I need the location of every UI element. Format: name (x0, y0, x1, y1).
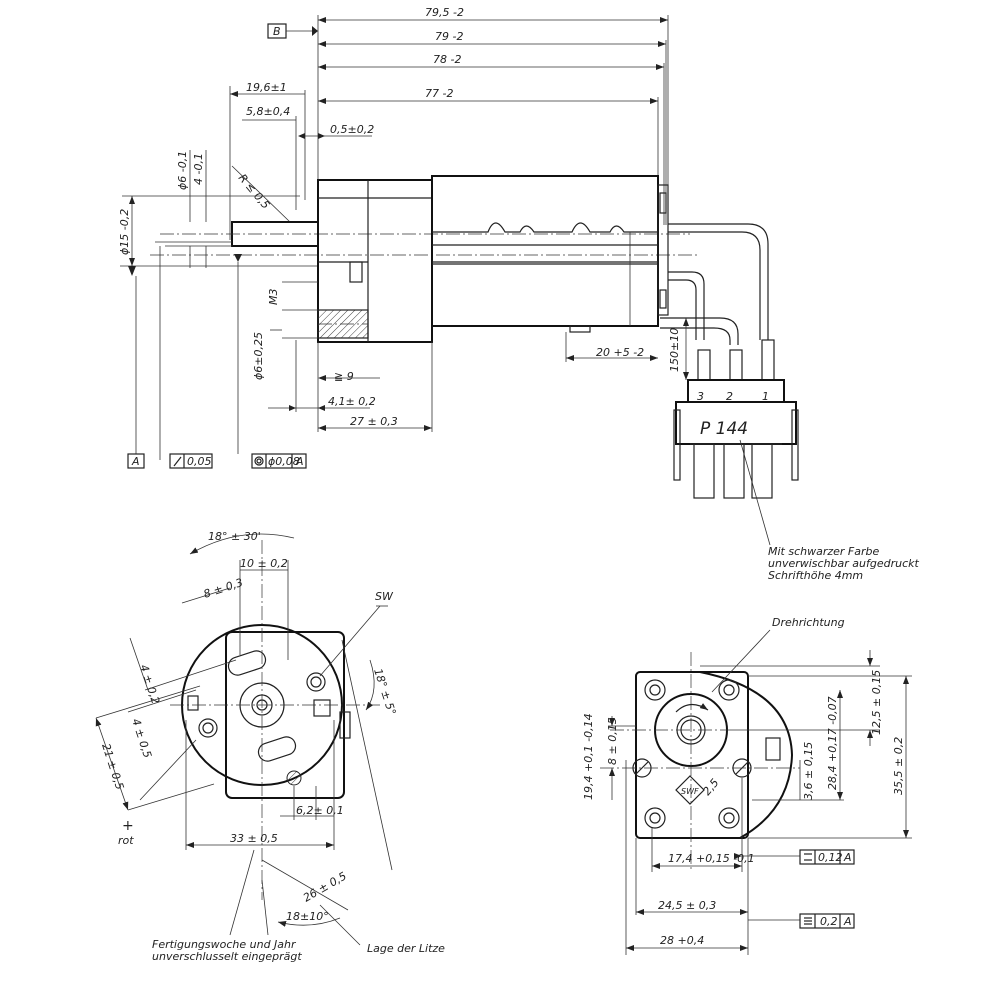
wire-2 (660, 317, 739, 345)
angle-18-5: 18° ± 5° (371, 667, 398, 717)
motor-housing (431, 175, 659, 327)
dim-phi-15: ϕ15 -0,2 (118, 209, 131, 255)
dim-4-1: 4,1± 0,2 (328, 395, 376, 408)
dim-2-5: 2,5 (700, 776, 721, 798)
datum-b-label: B (273, 25, 281, 38)
plus-sign: + (122, 818, 134, 834)
screw-hole-upper (306, 672, 326, 692)
dim-4-5: 4 ± 0,5 (129, 717, 154, 760)
parallelism-frame (799, 849, 855, 865)
parallelism-ref: A (843, 851, 852, 864)
dim-150: 150±10 (668, 328, 681, 372)
left-end-view: 18° ± 30' 10 ± 0,2 8 ± 0,3 4 ± 0,2 4 ± 0… (95, 530, 445, 963)
dim-35-5: 35,5 ± 0,2 (892, 737, 905, 795)
pin-3: 3 (697, 390, 704, 403)
dim-10: 10 ± 0,2 (240, 557, 288, 570)
hole-bottom-right (718, 807, 740, 829)
parallelism-value: 0,12 (818, 851, 843, 864)
mounting-plate (635, 671, 749, 839)
pin-1: 1 (762, 390, 769, 403)
dim-33: 33 ± 0,5 (230, 832, 278, 845)
note-fertigung-2: unverschlusselt eingeprägt (152, 950, 302, 963)
dim-77: 77 -2 (425, 87, 453, 100)
hole-top-left (644, 679, 666, 701)
dim-0-5: 0,5±0,2 (330, 123, 374, 136)
dim-79-5: 79,5 -2 (425, 6, 464, 19)
dim-phi-6: ϕ6 -0,1 (176, 151, 189, 190)
pin-2: 2 (726, 390, 733, 403)
datum-a-label: A (131, 455, 140, 468)
runout-value: 0,05 (187, 455, 212, 468)
screw-hole-lower (198, 718, 218, 738)
hole-top-right (718, 679, 740, 701)
rot-label: rot (118, 834, 134, 847)
swf-logo (675, 775, 705, 805)
note-line-3: Schrifthöhe 4mm (768, 569, 863, 582)
dim-ge-9: ≧ 9 (334, 370, 354, 383)
concentricity-ref: A (295, 455, 304, 468)
dim-6-2: 6,2± 0,1 (296, 804, 344, 817)
note-lage: Lage der Litze (367, 942, 445, 955)
datum-a-box (127, 453, 145, 469)
slot-lower (257, 736, 297, 762)
swf-label: SWF (681, 787, 699, 796)
runout-frame (169, 453, 213, 469)
dim-78: 78 -2 (433, 53, 461, 66)
right-end-view: SWF Drehrichtung 12,5 ± 0,15 35,5 ± 0,2 … (582, 616, 912, 955)
symmetry-ref: A (843, 915, 852, 928)
hole-bottom-left (644, 807, 666, 829)
concentricity-frame (251, 453, 307, 469)
dim-3-6: 3,6 ± 0,15 (802, 742, 815, 800)
dim-4: 4 -0,1 (192, 153, 205, 185)
sw-label: SW (375, 590, 394, 603)
concentricity-value: ϕ0,08 (268, 455, 300, 468)
symmetry-value: 0,2 (820, 915, 838, 928)
dim-20: 20 +5 -2 (596, 346, 644, 359)
dim-79: 79 -2 (435, 30, 463, 43)
angle-18-10: 18±10° (286, 910, 329, 923)
dim-28-4: 28,4 +0,17 -0,07 (826, 696, 839, 790)
dim-19-6: 19,6±1 (246, 81, 287, 94)
dim-radius: R ≤ 0,5 (236, 172, 273, 212)
connector-label: P 144 (700, 419, 748, 439)
slot-upper (227, 650, 267, 676)
gear-outline (699, 671, 794, 839)
dim-17-4: 17,4 +0,15 -0,1 (668, 852, 755, 865)
note-fertigung-1: Fertigungswoche und Jahr (152, 938, 297, 951)
connector-p144: 3 2 1 P 144 (673, 379, 799, 499)
dim-8: 8 ± 0,3 (202, 576, 245, 601)
flange-plate (225, 631, 345, 799)
wire-3 (668, 271, 705, 340)
note-line-2: unverwischbar aufgedruckt (768, 557, 920, 570)
dim-phi-6-25: ϕ6±0,25 (252, 332, 265, 380)
dim-24-5: 24,5 ± 0,3 (658, 899, 716, 912)
dim-27: 27 ± 0,3 (350, 415, 398, 428)
angle-18-30: 18° ± 30' (208, 530, 261, 543)
dim-8-left: 8 ± 0,15 (606, 717, 619, 765)
note-line-1: Mit schwarzer Farbe (768, 545, 880, 558)
dim-19-4: 19,4 +0,1 -0,14 (582, 713, 595, 800)
side-view: B 79,5 -2 79 -2 78 -2 77 -2 19,6±1 5,8±0… (118, 6, 920, 582)
dim-28: 28 +0,4 (660, 934, 704, 947)
dim-m3: M3 (267, 289, 280, 306)
dim-12-5: 12,5 ± 0,15 (870, 670, 883, 735)
wire-1 (668, 223, 769, 340)
symmetry-frame (799, 913, 855, 929)
drehrichtung-label: Drehrichtung (772, 616, 845, 629)
dim-5-8: 5,8±0,4 (246, 105, 290, 118)
